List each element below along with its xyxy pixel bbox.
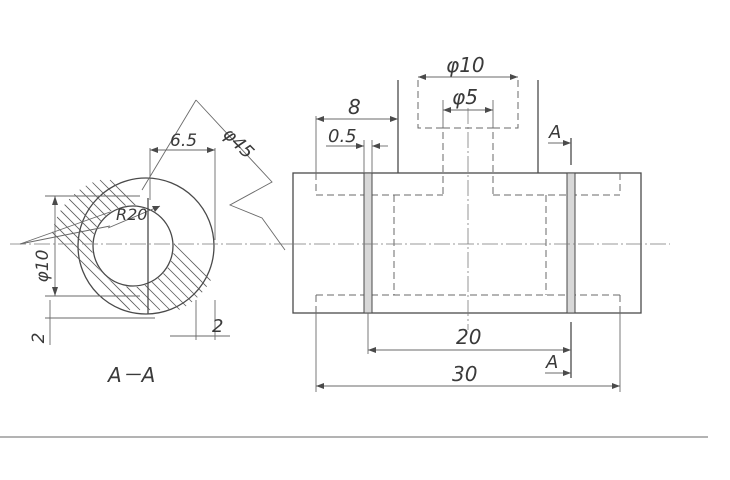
dim-8-label: 8 bbox=[348, 95, 361, 119]
section-marker-a-top: A bbox=[548, 122, 561, 143]
dim-2-left-label: 2 bbox=[29, 333, 49, 344]
dim-0-5-label: 0.5 bbox=[328, 126, 357, 147]
dim-phi10-left-label: φ10 bbox=[33, 250, 53, 283]
groove-left bbox=[363, 172, 373, 314]
section-hatching bbox=[50, 179, 220, 311]
dim-phi5-label: φ5 bbox=[452, 85, 478, 109]
dim-6-5-label: 6.5 bbox=[170, 131, 197, 151]
dim-20-label: 20 bbox=[456, 325, 481, 349]
section-inner-bore bbox=[92, 205, 174, 287]
body-outline bbox=[292, 172, 642, 314]
dim-2-right-label: 2 bbox=[212, 316, 223, 337]
groove-right bbox=[566, 172, 576, 314]
dim-phi10-top-label: φ10 bbox=[446, 53, 485, 77]
dim-phi45-label: φ45 bbox=[218, 124, 257, 163]
front-view: φ10 φ5 8 0.5 A 20 A 30 bbox=[290, 53, 670, 392]
section-outer-circle bbox=[77, 177, 215, 315]
dim-r20-label: R20 bbox=[116, 205, 147, 224]
section-title: A－A bbox=[106, 363, 155, 387]
section-view-a-a: 6.5 φ45 R20 φ10 2 2 A－A bbox=[10, 99, 290, 387]
section-marker-a-bottom: A bbox=[545, 352, 558, 373]
dim-30-label: 30 bbox=[452, 362, 477, 386]
